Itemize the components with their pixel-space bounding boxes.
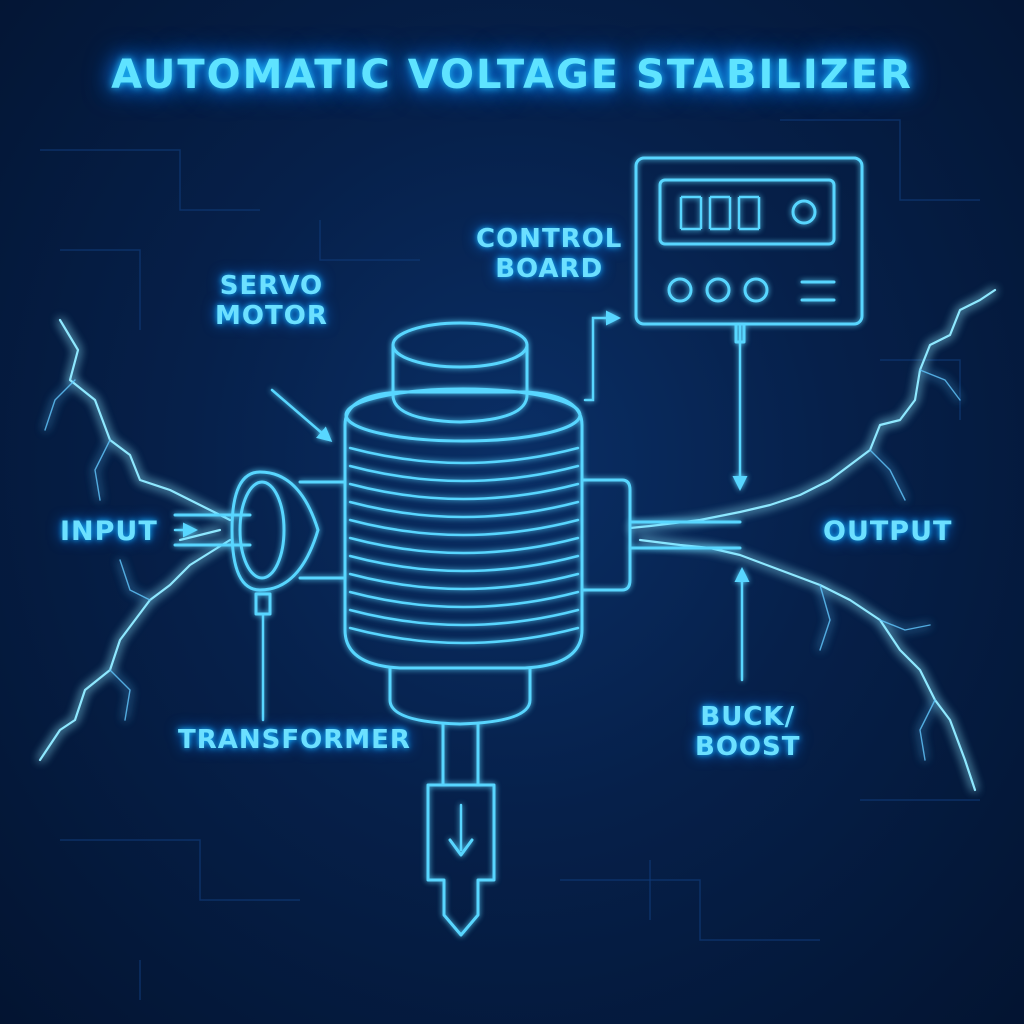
- servo-motor-label: SERVO MOTOR: [215, 271, 328, 331]
- background-circuit-traces: [40, 119, 980, 1000]
- right-coupling: [580, 478, 632, 592]
- control-board-label: CONTROL BOARD: [476, 224, 623, 284]
- display-digit: [679, 195, 703, 231]
- control-board-leader: [583, 310, 621, 402]
- output-label: OUTPUT: [823, 516, 953, 547]
- display-readout: [679, 195, 761, 231]
- input-shaft: [173, 513, 252, 547]
- control-board: [634, 156, 864, 326]
- coil-windings: [348, 446, 580, 645]
- output-spindle: [426, 783, 496, 937]
- diagram-title: AUTOMATIC VOLTAGE STABILIZER: [111, 52, 913, 98]
- left-coupling: [230, 470, 320, 592]
- input-label: INPUT: [60, 516, 158, 547]
- coil-body: [343, 390, 584, 670]
- buck-boost-label: BUCK/ BOOST: [695, 702, 801, 762]
- servo-motor-cap: [391, 343, 529, 424]
- servo-stabilizer-unit: [173, 156, 864, 937]
- output-shaft: [628, 520, 742, 550]
- display-digit: [708, 195, 732, 231]
- transformer-terminal: [254, 592, 272, 616]
- display-digit: [737, 195, 761, 231]
- servo-motor-pointer: [270, 388, 333, 442]
- transformer-label: TRANSFORMER: [178, 725, 411, 755]
- bottom-collar: [388, 666, 532, 726]
- control-display: [658, 178, 836, 246]
